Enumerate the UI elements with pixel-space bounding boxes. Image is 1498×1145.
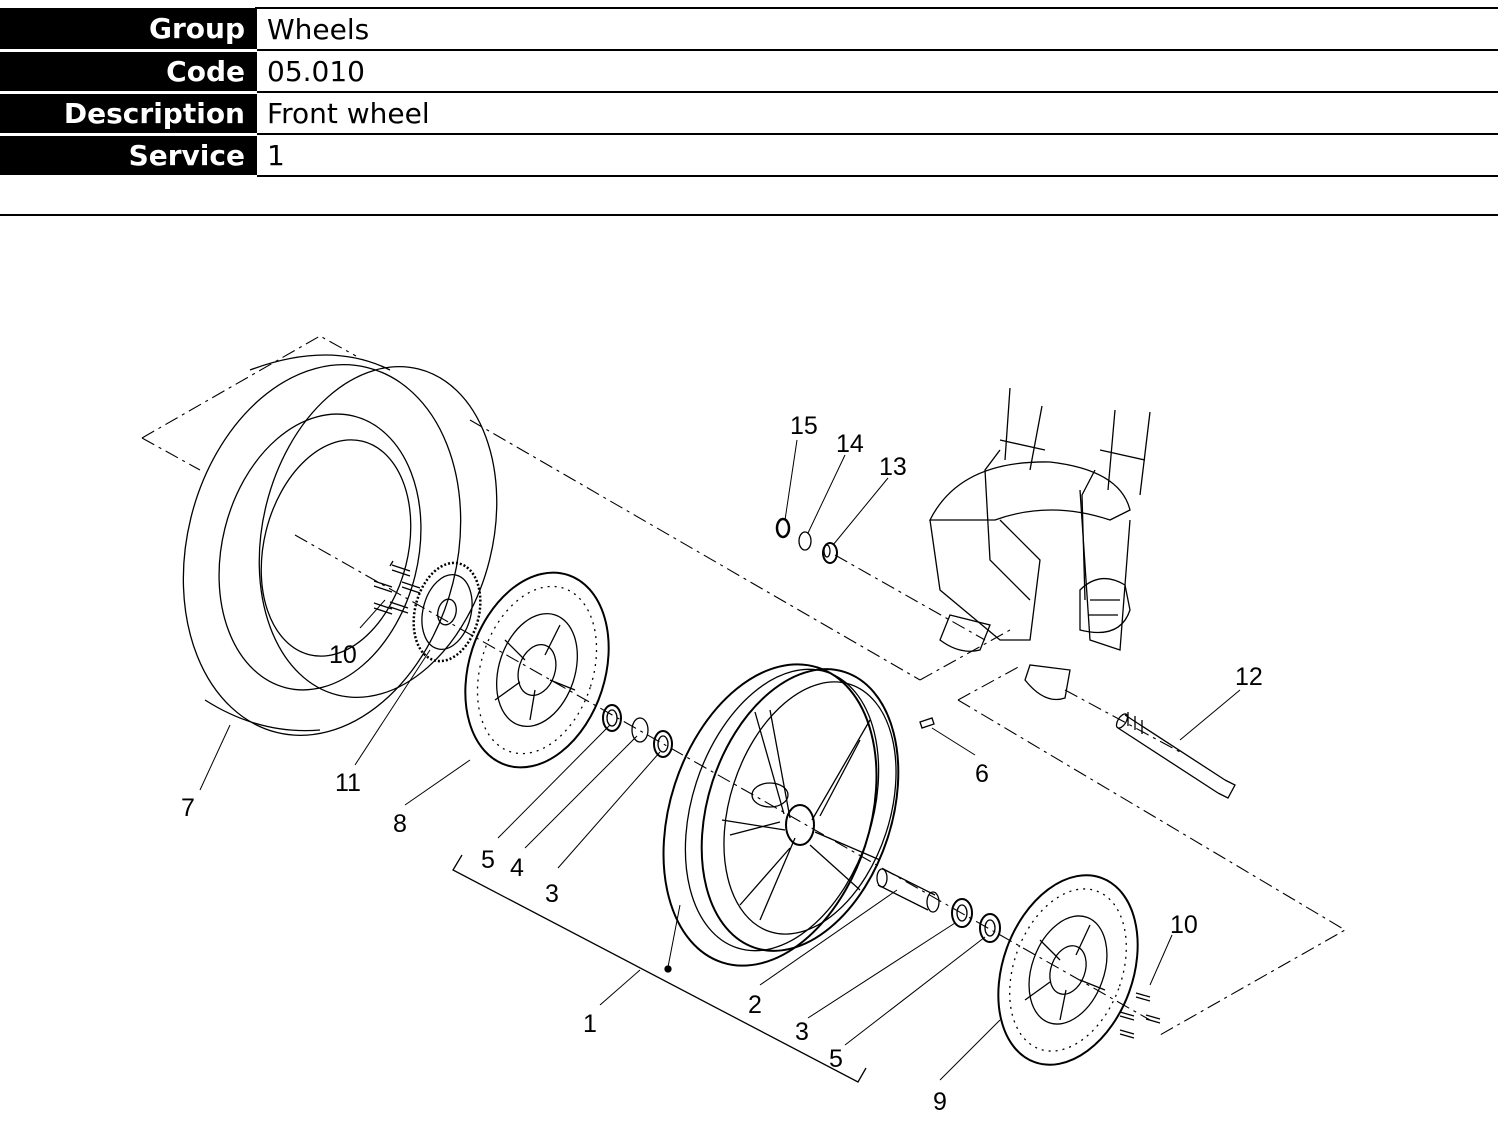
info-table: Group Wheels Code 05.010 Description Fro… bbox=[0, 7, 1498, 178]
callout-5-left: 5 bbox=[481, 846, 495, 874]
info-row-service: Service 1 bbox=[0, 133, 1498, 178]
callout-labels: 1 2 3 3 4 5 5 6 7 8 9 10 10 11 12 13 14 … bbox=[181, 412, 1263, 1116]
front-fork-assembly bbox=[928, 387, 1151, 701]
bolts-part-10-right bbox=[1119, 992, 1161, 1039]
info-row-description: Description Front wheel bbox=[0, 91, 1498, 136]
callout-8: 8 bbox=[393, 810, 407, 838]
bearings-right-parts-3-5 bbox=[951, 898, 1001, 943]
callout-4: 4 bbox=[510, 854, 524, 882]
callout-9: 9 bbox=[933, 1088, 947, 1116]
axle-part-12 bbox=[1115, 712, 1236, 799]
description-label: Description bbox=[0, 92, 256, 136]
callout-1: 1 bbox=[583, 1010, 597, 1038]
info-row-code: Code 05.010 bbox=[0, 49, 1498, 94]
brake-disc-part-8 bbox=[464, 571, 610, 769]
dashdot-guides bbox=[141, 335, 1347, 1036]
exploded-parts-diagram: 1 2 3 3 4 5 5 6 7 8 9 10 10 11 12 13 14 … bbox=[141, 335, 1347, 1116]
wheel-rim-part-1 bbox=[662, 663, 900, 967]
callout-7: 7 bbox=[181, 794, 195, 822]
code-label: Code bbox=[0, 50, 256, 94]
callout-5-right: 5 bbox=[829, 1045, 843, 1073]
callout-13: 13 bbox=[879, 453, 907, 481]
spacer-part-2 bbox=[876, 868, 940, 913]
callout-15: 15 bbox=[790, 412, 818, 440]
callout-12: 12 bbox=[1235, 663, 1263, 691]
header-separator bbox=[0, 214, 1498, 216]
washers-parts-15-14-13 bbox=[775, 517, 838, 564]
code-value: 05.010 bbox=[255, 49, 1498, 92]
callout-14: 14 bbox=[836, 430, 864, 458]
callout-11: 11 bbox=[335, 769, 361, 797]
callout-6: 6 bbox=[975, 760, 989, 788]
callout-3-left: 3 bbox=[545, 880, 559, 908]
callout-2: 2 bbox=[748, 991, 762, 1019]
service-value: 1 bbox=[255, 133, 1498, 177]
group-value: Wheels bbox=[255, 7, 1498, 50]
valve-part-6 bbox=[919, 717, 935, 729]
callout-3-right: 3 bbox=[795, 1018, 809, 1046]
tyre-part-7 bbox=[182, 354, 498, 736]
brake-disc-part-9 bbox=[997, 874, 1139, 1066]
callout-10-right: 10 bbox=[1170, 911, 1198, 939]
callout-10-left: 10 bbox=[329, 641, 357, 669]
service-label: Service bbox=[0, 134, 256, 178]
tone-ring-part-11 bbox=[412, 561, 482, 663]
assembly-bracket bbox=[452, 854, 867, 1083]
bearings-left-parts-5-4-3 bbox=[602, 704, 673, 758]
group-label: Group bbox=[0, 8, 256, 52]
bolts-part-10-left bbox=[373, 560, 421, 615]
description-value: Front wheel bbox=[255, 91, 1498, 134]
info-row-group: Group Wheels bbox=[0, 7, 1498, 52]
leader-lines bbox=[199, 439, 1241, 1081]
